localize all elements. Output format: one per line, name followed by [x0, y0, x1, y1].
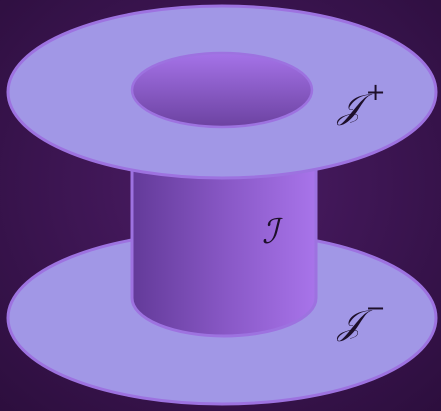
timelike-infinity-label: ℐ — [262, 212, 283, 252]
future-null-infinity-sup: + — [365, 78, 385, 106]
timelike-infinity-cylinder — [130, 148, 318, 338]
cylinder-opening — [130, 51, 314, 129]
future-null-infinity-label: 𝒥+ — [336, 78, 386, 127]
past-null-infinity-sup: − — [365, 294, 385, 322]
